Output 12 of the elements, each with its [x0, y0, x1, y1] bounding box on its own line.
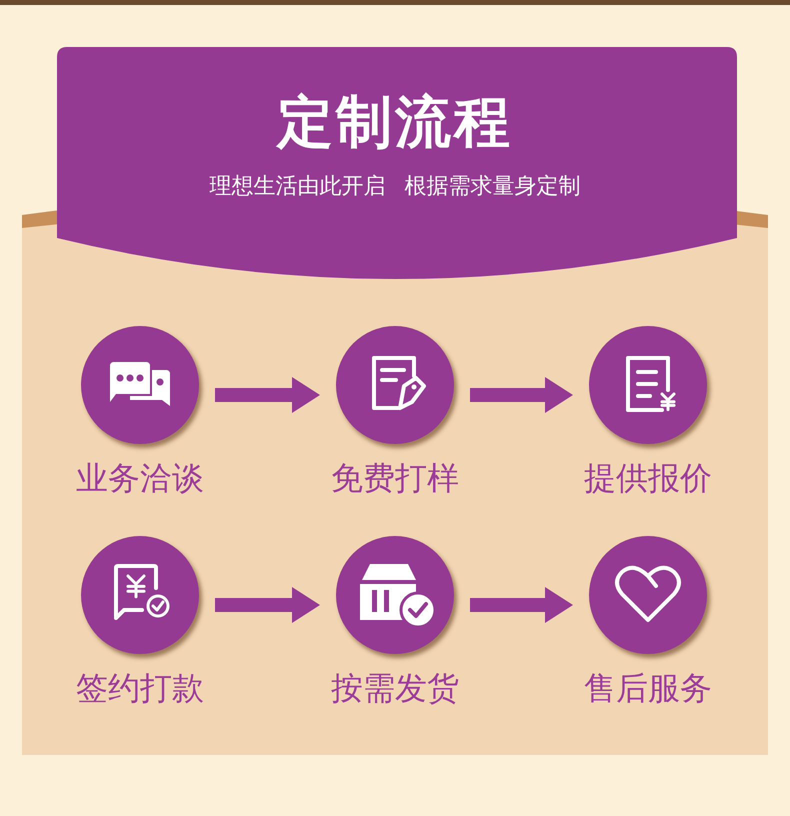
arrow: [215, 377, 320, 413]
step-label: 业务洽谈: [76, 458, 204, 498]
subtitle: 理想生活由此开启 根据需求量身定制: [208, 173, 582, 201]
arrow: [215, 587, 320, 623]
arrow: [470, 587, 573, 623]
arrow: [470, 377, 573, 413]
step-label: 按需发货: [331, 668, 459, 708]
step-label: 免费打样: [331, 458, 459, 498]
step-label: 签约打款: [76, 668, 204, 708]
title: 定制流程: [275, 89, 514, 157]
step-label: 提供报价: [584, 458, 712, 498]
step-label: 售后服务: [584, 668, 712, 708]
